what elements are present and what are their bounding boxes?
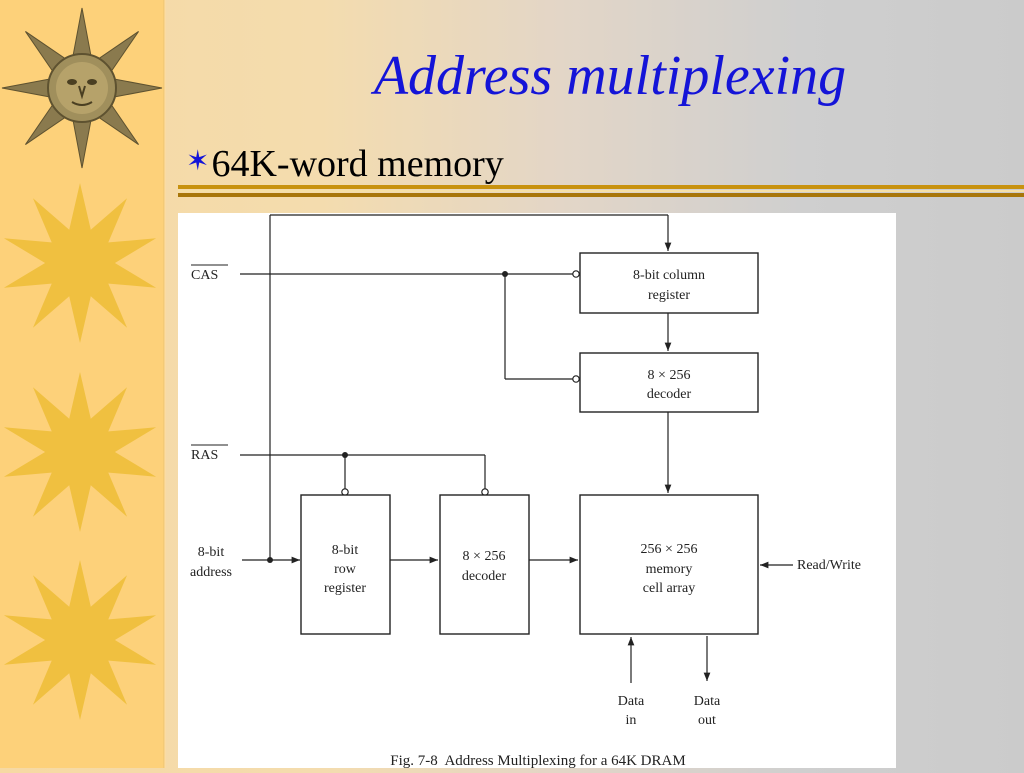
memory-array-label-3: cell array [643,581,695,596]
sidebar-edge [163,0,166,768]
column-decoder-block [579,352,759,413]
memory-array-label-2: memory [646,562,693,577]
column-decoder-label-1: 8 × 256 [648,368,691,383]
bullet-text: 64K-word memory [211,143,504,185]
row-register-label-3: register [324,581,366,596]
read-write-label: Read/Write [797,558,861,573]
row-register-label-1: 8-bit [332,543,359,558]
sun-icon [3,183,157,343]
memory-array-label-1: 256 × 256 [641,542,698,557]
sun-icon [3,372,157,532]
figure-caption: Fig. 7-8 Address Multiplexing for a 64K … [390,753,685,768]
title-rule [178,185,1024,197]
column-decoder-label-2: decoder [647,387,692,402]
data-out-label-2: out [698,713,716,728]
memory-array-block [579,494,759,635]
column-register-label-2: register [648,288,690,303]
row-register-block [300,494,391,635]
sidebar-decoration [0,0,165,768]
row-decoder-label-1: 8 × 256 [463,549,506,564]
ras-label: RAS [191,448,218,463]
cas-label: CAS [191,268,218,283]
sun-face-icon [1,7,163,169]
column-register-block [579,252,759,314]
address-label-2: address [190,565,232,580]
dram-block-diagram: 8-bit column register 8 × 256 decoder 8-… [178,213,896,768]
bullet-item: ✶64K-word memory [186,140,504,185]
column-register-label-1: 8-bit column [633,268,705,283]
address-label-1: 8-bit [198,545,225,560]
sun-icon [3,560,157,720]
data-out-label-1: Data [694,694,721,709]
data-in-label-1: Data [618,694,645,709]
row-decoder-block [439,494,530,635]
slide-title: Address multiplexing [373,45,847,107]
data-in-label-2: in [626,713,637,728]
row-register-label-2: row [334,562,357,577]
six-point-star-icon: ✶ [186,146,210,177]
row-decoder-label-2: decoder [462,569,507,584]
